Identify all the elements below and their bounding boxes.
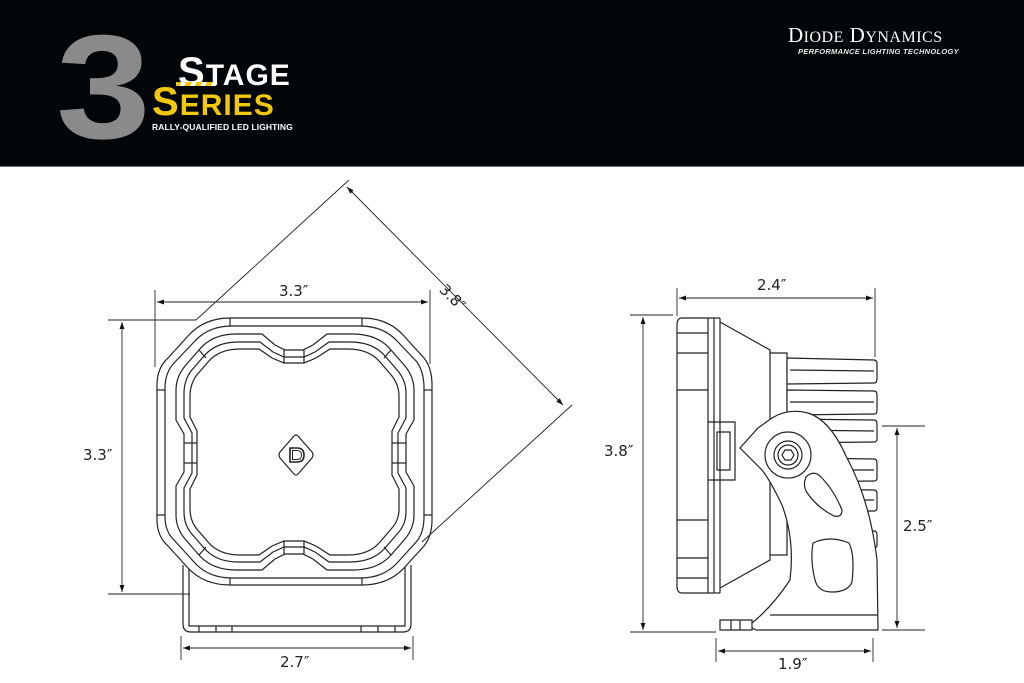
logo-numeral: 3 bbox=[56, 5, 151, 170]
logo-stripe-decoration bbox=[176, 82, 216, 86]
brand-name: DIODE DYNAMICS bbox=[788, 23, 943, 47]
header-divider bbox=[0, 166, 1024, 167]
side-base-length-label: 1.9″ bbox=[778, 655, 808, 673]
logo-word-stage: STAGE bbox=[178, 50, 291, 94]
brand-tagline: PERFORMANCE LIGHTING TECHNOLOGY bbox=[798, 47, 959, 56]
front-height-label: 3.3″ bbox=[83, 446, 113, 464]
front-bracket bbox=[182, 565, 412, 633]
header-banner: 3 STAGE SERIES RALLY-QUALIFIED LED LIGHT… bbox=[0, 0, 1024, 167]
side-depth-label: 2.4″ bbox=[757, 276, 787, 294]
side-view-drawing bbox=[676, 317, 879, 631]
front-bracket-width-label: 2.7″ bbox=[280, 653, 310, 671]
logo-word-series: SERIES bbox=[152, 80, 275, 124]
side-mount-height-label: 2.5″ bbox=[903, 517, 933, 535]
side-mounting-bracket bbox=[719, 410, 879, 631]
side-dimensions bbox=[630, 288, 925, 662]
side-height-label: 3.8″ bbox=[604, 442, 634, 460]
logo-tagline: RALLY-QUALIFIED LED LIGHTING bbox=[152, 122, 293, 132]
side-bezel bbox=[676, 317, 721, 594]
front-dimensions bbox=[108, 179, 573, 660]
diode-dynamics-d-badge-icon bbox=[278, 434, 314, 476]
front-view-drawing bbox=[156, 317, 433, 633]
front-width-label: 3.3″ bbox=[279, 282, 309, 300]
